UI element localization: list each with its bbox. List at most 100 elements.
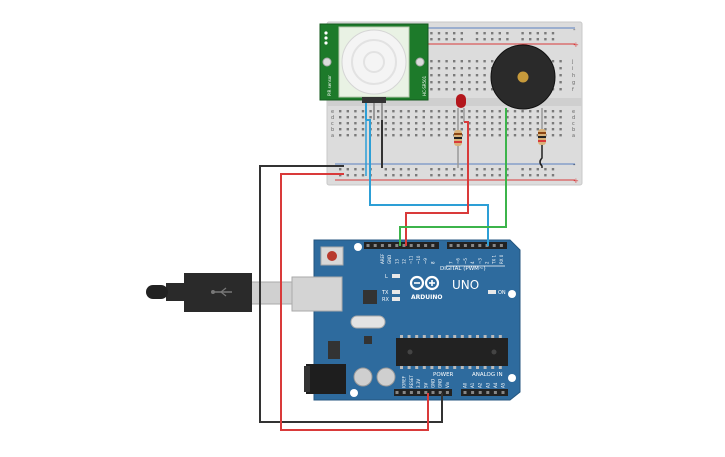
rail-hole[interactable]: [529, 32, 532, 35]
breadboard-hole[interactable]: [544, 128, 547, 131]
rail-hole[interactable]: [361, 174, 365, 177]
breadboard-hole[interactable]: [361, 128, 365, 131]
breadboard-hole[interactable]: [422, 110, 425, 113]
breadboard-hole[interactable]: [354, 134, 357, 137]
breadboard-hole[interactable]: [392, 122, 395, 125]
breadboard-hole[interactable]: [384, 134, 387, 137]
header-pin[interactable]: [501, 391, 505, 394]
breadboard-hole[interactable]: [430, 67, 433, 70]
rail-hole[interactable]: [491, 168, 494, 171]
header-pin[interactable]: [373, 244, 377, 247]
breadboard-hole[interactable]: [430, 81, 433, 84]
header-pin[interactable]: [424, 244, 428, 247]
breadboard-hole[interactable]: [445, 74, 448, 77]
breadboard-hole[interactable]: [445, 88, 448, 91]
wire-buzzer-green[interactable]: [399, 108, 507, 246]
breadboard-hole[interactable]: [445, 128, 448, 131]
breadboard-hole[interactable]: [377, 128, 380, 131]
rail-hole[interactable]: [551, 174, 555, 177]
wire-led-red[interactable]: [405, 121, 469, 246]
breadboard-hole[interactable]: [422, 122, 425, 125]
breadboard-hole[interactable]: [437, 122, 441, 125]
breadboard-hole[interactable]: [430, 74, 433, 77]
wire-pir-signal-blue[interactable]: [366, 119, 489, 246]
breadboard-hole[interactable]: [346, 110, 349, 113]
breadboard-hole[interactable]: [460, 88, 463, 91]
breadboard-hole[interactable]: [445, 122, 448, 125]
rail-hole[interactable]: [521, 38, 524, 41]
pir-sensor[interactable]: PIR sensor HC-SR501: [319, 23, 429, 120]
rail-hole[interactable]: [346, 174, 349, 177]
breadboard-hole[interactable]: [453, 110, 456, 113]
breadboard-hole[interactable]: [407, 116, 410, 119]
breadboard-hole[interactable]: [384, 122, 387, 125]
breadboard-hole[interactable]: [498, 110, 501, 113]
breadboard-hole[interactable]: [346, 116, 349, 119]
header-pin[interactable]: [431, 244, 435, 247]
rail-hole[interactable]: [521, 174, 524, 177]
breadboard-hole[interactable]: [536, 110, 539, 113]
breadboard-hole[interactable]: [339, 116, 342, 119]
rail-hole[interactable]: [536, 174, 539, 177]
breadboard-hole[interactable]: [468, 67, 471, 70]
breadboard-hole[interactable]: [437, 88, 441, 91]
rail-hole[interactable]: [407, 168, 410, 171]
breadboard-hole[interactable]: [460, 110, 463, 113]
breadboard-hole[interactable]: [475, 116, 479, 119]
rail-hole[interactable]: [361, 168, 365, 171]
breadboard-hole[interactable]: [498, 134, 501, 137]
rail-hole[interactable]: [551, 32, 555, 35]
breadboard-hole[interactable]: [529, 134, 532, 137]
rail-hole[interactable]: [536, 168, 539, 171]
breadboard-hole[interactable]: [437, 128, 441, 131]
header-pin[interactable]: [416, 244, 420, 247]
breadboard-hole[interactable]: [475, 74, 479, 77]
breadboard-hole[interactable]: [361, 134, 365, 137]
rail-hole[interactable]: [430, 32, 433, 35]
breadboard-hole[interactable]: [475, 81, 479, 84]
breadboard-hole[interactable]: [475, 67, 479, 70]
breadboard-hole[interactable]: [506, 122, 509, 125]
header-pin[interactable]: [486, 391, 490, 394]
header-pin[interactable]: [471, 391, 475, 394]
breadboard-hole[interactable]: [498, 116, 501, 119]
breadboard-hole[interactable]: [430, 110, 433, 113]
rail-hole[interactable]: [339, 174, 342, 177]
breadboard-hole[interactable]: [536, 134, 539, 137]
breadboard-hole[interactable]: [445, 110, 448, 113]
rail-hole[interactable]: [506, 174, 509, 177]
rail-hole[interactable]: [407, 174, 410, 177]
rail-hole[interactable]: [544, 174, 547, 177]
rail-hole[interactable]: [529, 38, 532, 41]
breadboard-hole[interactable]: [559, 116, 562, 119]
breadboard-hole[interactable]: [415, 134, 418, 137]
breadboard-hole[interactable]: [430, 134, 433, 137]
header-pin[interactable]: [409, 244, 413, 247]
breadboard-hole[interactable]: [491, 60, 494, 63]
breadboard-hole[interactable]: [483, 74, 486, 77]
rail-hole[interactable]: [415, 174, 418, 177]
breadboard-hole[interactable]: [384, 116, 387, 119]
rail-hole[interactable]: [475, 38, 479, 41]
header-pin[interactable]: [499, 244, 503, 247]
rail-hole[interactable]: [483, 32, 486, 35]
breadboard-hole[interactable]: [445, 60, 448, 63]
breadboard-hole[interactable]: [445, 81, 448, 84]
breadboard-hole[interactable]: [468, 81, 471, 84]
breadboard-hole[interactable]: [354, 110, 357, 113]
breadboard-hole[interactable]: [498, 128, 501, 131]
breadboard-hole[interactable]: [513, 116, 517, 119]
breadboard-hole[interactable]: [559, 134, 562, 137]
breadboard-hole[interactable]: [415, 116, 418, 119]
breadboard-hole[interactable]: [551, 60, 555, 63]
rail-hole[interactable]: [544, 38, 547, 41]
rail-hole[interactable]: [384, 168, 387, 171]
rail-hole[interactable]: [445, 38, 448, 41]
breadboard-hole[interactable]: [377, 110, 380, 113]
breadboard-hole[interactable]: [407, 122, 410, 125]
header-pin[interactable]: [380, 244, 384, 247]
header-pin[interactable]: [478, 244, 482, 247]
breadboard-hole[interactable]: [415, 122, 418, 125]
rail-hole[interactable]: [453, 174, 456, 177]
breadboard-hole[interactable]: [437, 60, 441, 63]
